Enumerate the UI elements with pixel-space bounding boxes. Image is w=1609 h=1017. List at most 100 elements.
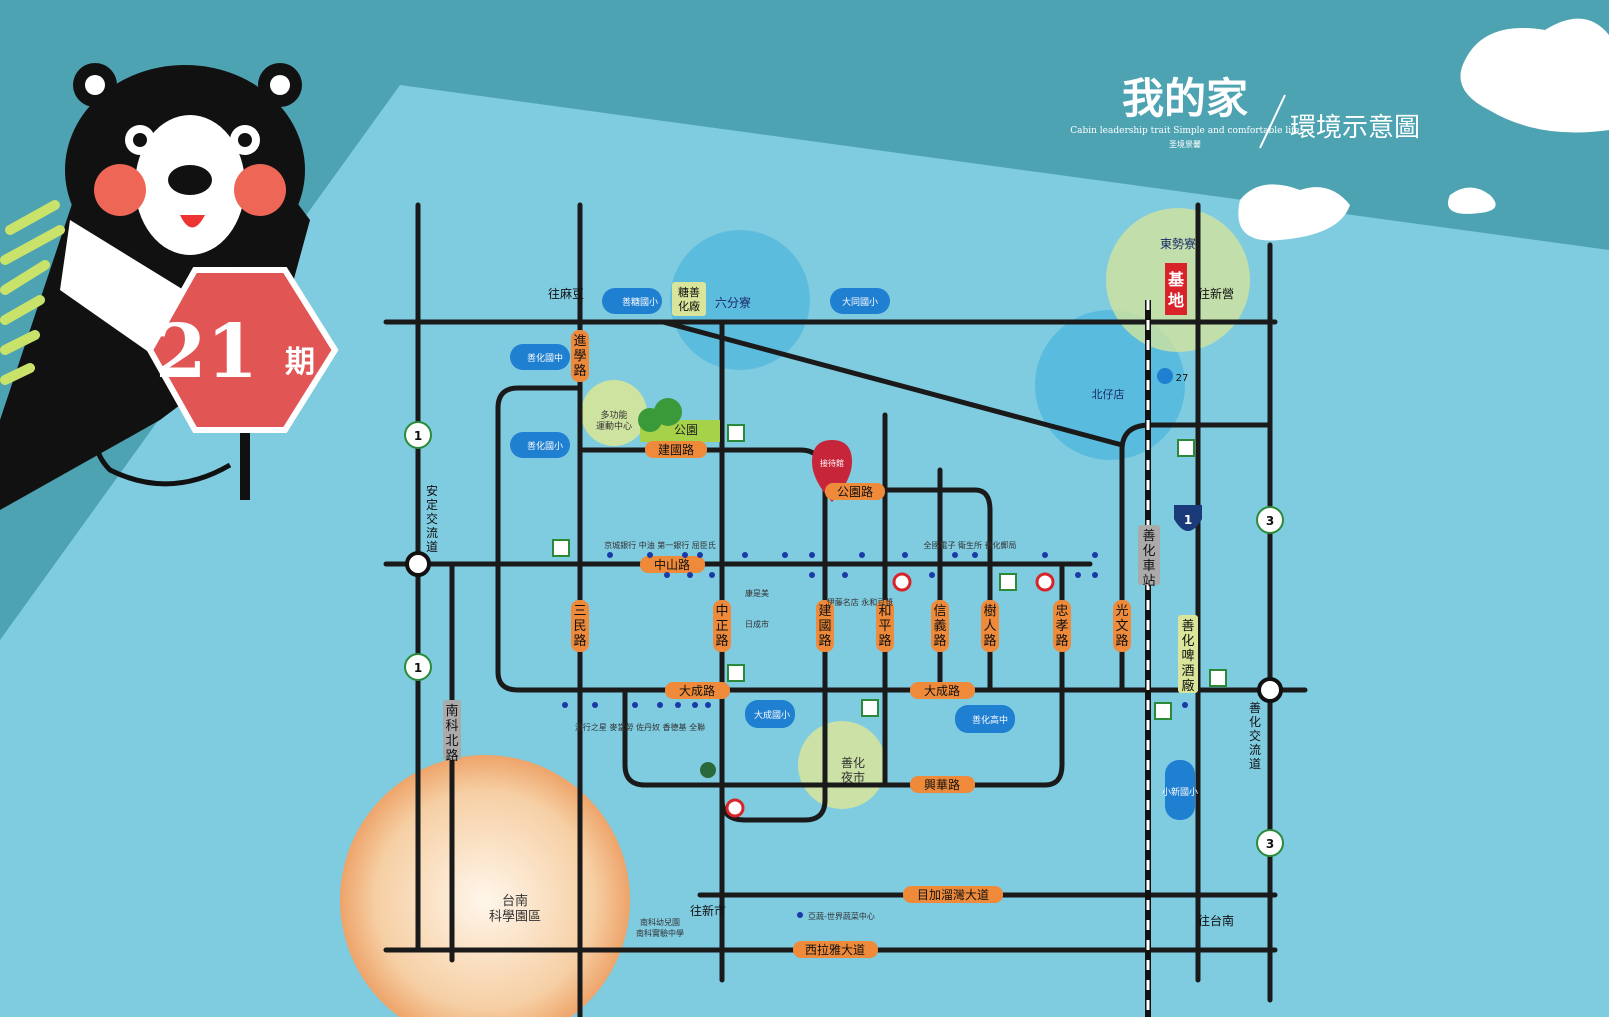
- svg-text:平: 平: [878, 619, 891, 634]
- road-xinghua: 興華路: [924, 777, 960, 792]
- label-night-market: 善化夜市: [841, 755, 865, 784]
- svg-text:孝: 孝: [1055, 619, 1068, 634]
- label-science-park: 台南科學園區: [489, 893, 541, 925]
- svg-text:進: 進: [573, 334, 586, 349]
- vertical-road-labels: 進學路 三民路 中正路 建國路 和平路 信義路 樹人路 忠孝路 光文路 南科北路…: [426, 282, 1261, 771]
- svg-text:國: 國: [818, 619, 831, 634]
- svg-text:1: 1: [414, 429, 422, 443]
- poi-avrdc: 亞蔬-世界蔬菜中心: [808, 911, 875, 921]
- svg-text:化廠: 化廠: [678, 299, 700, 313]
- svg-text:車: 車: [1142, 559, 1155, 574]
- label-park: 公園: [674, 423, 698, 437]
- poi-nanke-school: 南科實驗中學: [636, 928, 684, 938]
- school-markers: 善糖國小 大同國小 善化國中 善化國小 大成國小 善化高中 小新國小: [510, 288, 1198, 820]
- svg-text:義: 義: [933, 618, 946, 634]
- label-reception: 接待館: [820, 458, 844, 468]
- svg-text:和: 和: [878, 604, 891, 619]
- svg-text:安: 安: [426, 483, 438, 498]
- badge-number: 21: [155, 309, 258, 395]
- poi-dacheng-row: 流行之星 麥當勞 佐丹奴 香德基 全聯: [575, 722, 705, 732]
- brand: 圣境景馨: [1169, 139, 1201, 149]
- district-sport-center: [581, 380, 647, 446]
- svg-text:糖善: 糖善: [678, 285, 700, 299]
- anding-interchange: [405, 551, 431, 577]
- convenience-store-icons: [552, 424, 1227, 720]
- svg-text:酒: 酒: [1181, 664, 1194, 679]
- label-sport-center: 多功能運動中心: [596, 409, 632, 432]
- poi-kangshimei: 康是美: [745, 588, 769, 598]
- svg-text:文: 文: [1115, 619, 1128, 634]
- poi-dots: [562, 552, 1188, 918]
- svg-text:科: 科: [445, 719, 458, 734]
- dir-madou: 往麻豆: [548, 286, 584, 301]
- svg-text:中: 中: [715, 604, 728, 619]
- svg-text:路: 路: [983, 633, 996, 649]
- svg-text:啤: 啤: [1181, 649, 1194, 664]
- svg-text:化: 化: [1142, 544, 1155, 559]
- svg-text:北: 北: [445, 734, 458, 749]
- dir-tainan: 往台南: [1198, 913, 1234, 928]
- svg-text:三: 三: [573, 604, 586, 619]
- shanhua-interchange: [1257, 677, 1283, 703]
- svg-text:忠: 忠: [1055, 604, 1068, 619]
- restaurant-icon: [725, 798, 745, 818]
- svg-text:信: 信: [933, 604, 946, 619]
- school-shanxin: 善糖國小: [622, 296, 658, 308]
- page-subtitle: 環境示意圖: [1290, 113, 1420, 143]
- road-dacheng-1: 大成路: [679, 683, 715, 698]
- road-jianguo-top: 建國路: [658, 442, 694, 457]
- dir-xinying: 往新營: [1198, 286, 1234, 301]
- restaurant-icon: [892, 572, 912, 592]
- svg-text:27: 27: [1176, 373, 1189, 384]
- site-marker: [1165, 263, 1187, 315]
- school-dacheng: 大成國小: [754, 709, 790, 721]
- svg-text:善: 善: [1181, 618, 1194, 634]
- svg-text:正: 正: [715, 619, 728, 634]
- svg-text:光: 光: [1115, 604, 1128, 619]
- label-beizaidian: 北仔店: [1092, 387, 1125, 401]
- road-labels: 建國路 公園路 中山路 大成路 大成路 興華路 目加溜灣大道 西拉雅大道: [640, 441, 1003, 958]
- poi-zhongshan-row: 京城銀行 中油 第一銀行 屈臣氏: [604, 540, 716, 550]
- svg-text:站: 站: [1142, 574, 1155, 589]
- badge-unit: 期: [285, 345, 315, 380]
- road-zhongshan: 中山路: [654, 557, 690, 572]
- svg-text:道: 道: [1249, 757, 1261, 771]
- poi-labels: 京城銀行 中油 第一銀行 屈臣氏 全國電子 衛生所 善化郵局 康是美 日成市 伊…: [575, 540, 1017, 938]
- svg-text:路: 路: [818, 633, 831, 649]
- dir-xinshi: 往新市: [690, 903, 726, 918]
- svg-text:流: 流: [426, 526, 438, 540]
- svg-text:路: 路: [1055, 633, 1068, 649]
- cafe-icon: [700, 762, 716, 778]
- svg-text:廠: 廠: [1181, 678, 1194, 694]
- site-area: 東勢寮: [1160, 236, 1196, 251]
- school-shanhua-elem: 善化國小: [527, 440, 563, 452]
- svg-text:化: 化: [1181, 634, 1194, 649]
- svg-text:民: 民: [573, 619, 586, 634]
- site-label-2: 地: [1168, 291, 1184, 310]
- restaurant-icon: [1035, 572, 1055, 592]
- svg-text:路: 路: [878, 633, 891, 649]
- road-mujia: 目加溜灣大道: [917, 887, 989, 902]
- svg-text:3: 3: [1266, 514, 1274, 528]
- road-xilaya: 西拉雅大道: [805, 942, 865, 957]
- svg-text:建: 建: [818, 604, 831, 619]
- page-title: 我的家: [1122, 74, 1248, 123]
- svg-text:人: 人: [983, 619, 996, 634]
- poi-yongheng: 伊藤名店 永和豆漿: [827, 597, 894, 607]
- school-dahe: 大同國小: [842, 296, 878, 308]
- school-xiaoxin: 小新國小: [1162, 786, 1198, 798]
- period-badge: [146, 267, 339, 433]
- poi-richeng: 日成市: [745, 619, 769, 629]
- svg-text:路: 路: [573, 633, 586, 649]
- road-dacheng-2: 大成路: [924, 683, 960, 698]
- svg-text:流: 流: [1249, 743, 1261, 757]
- svg-text:化: 化: [1249, 715, 1261, 729]
- svg-text:交: 交: [426, 511, 438, 526]
- svg-text:定: 定: [426, 497, 438, 512]
- tree-icon: [654, 398, 682, 426]
- svg-text:1: 1: [414, 661, 422, 675]
- school-shanhua-jr: 善化國中: [527, 352, 563, 364]
- poi-zhongshan-row-2: 全國電子 衛生所 善化郵局: [923, 540, 1016, 550]
